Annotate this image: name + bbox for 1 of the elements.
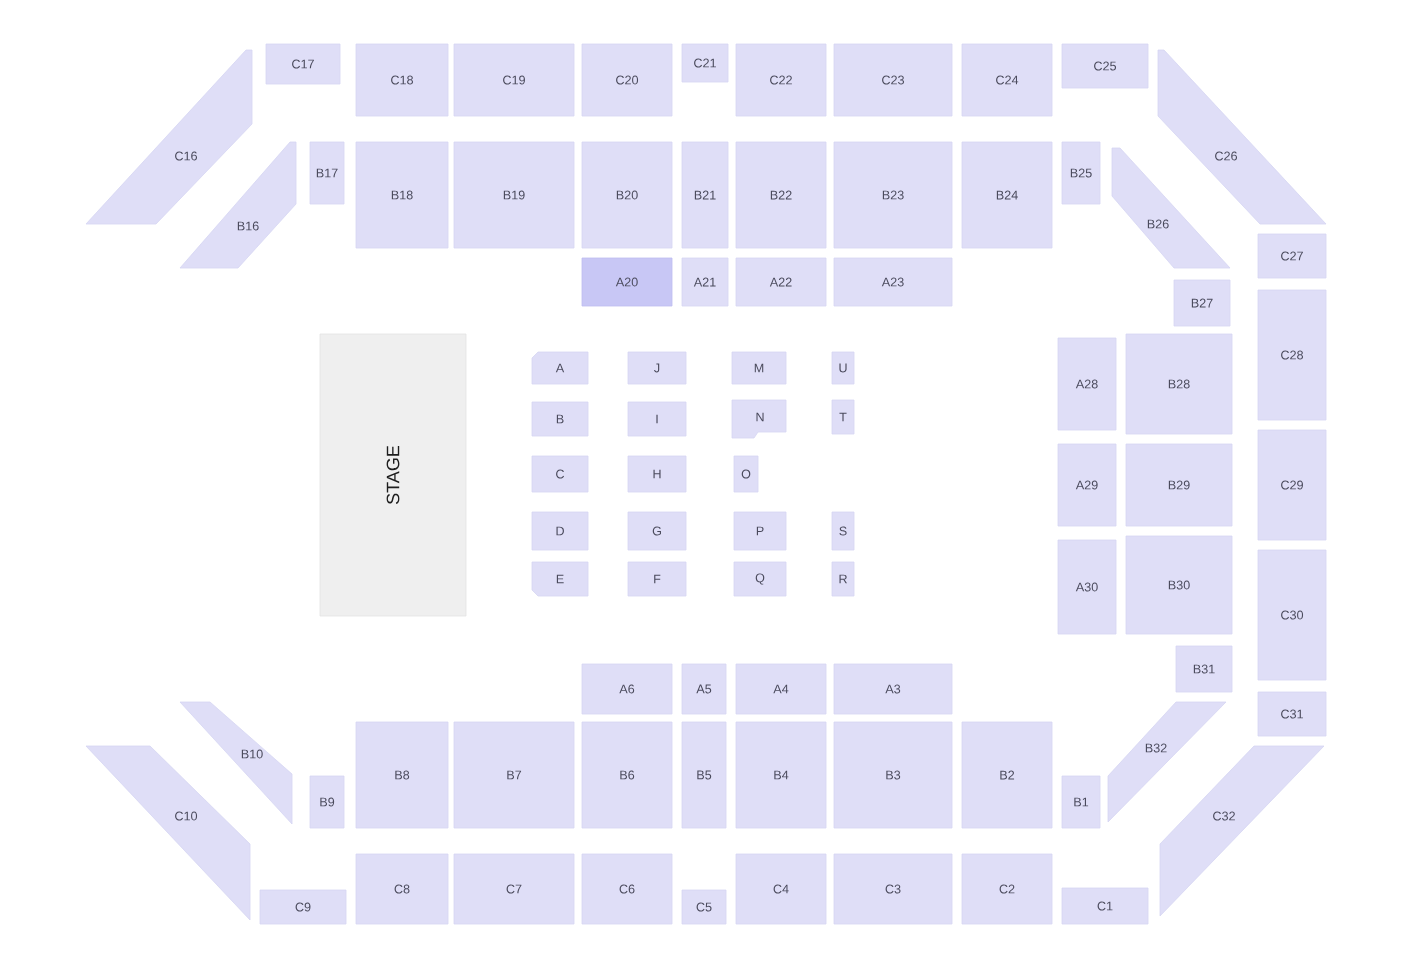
- stage: STAGE: [319, 333, 467, 617]
